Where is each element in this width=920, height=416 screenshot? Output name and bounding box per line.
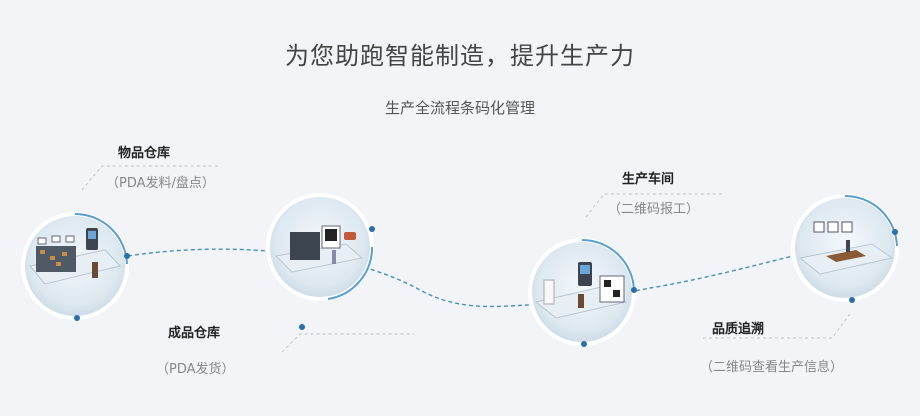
stage-label-quality: 品质追溯: [712, 322, 765, 337]
stage-desc-quality: （二维码查看生产信息）: [700, 360, 844, 375]
leader-line-quality: [702, 313, 851, 339]
stage-desc-workshop: （二维码报工）: [608, 202, 700, 217]
page-title: 为您助跑智能制造，提升生产力: [285, 42, 635, 70]
page-subtitle: 生产全流程条码化管理: [384, 99, 535, 117]
stage-label-finished-warehouse: 成品仓库: [168, 326, 221, 341]
leader-line-warehouse: [81, 165, 220, 191]
node-warehouse: [21, 212, 130, 321]
stage-label-warehouse: 物品仓库: [118, 146, 171, 161]
stage-desc-finished-warehouse: （PDA发货）: [156, 362, 235, 377]
leader-line-finished: [281, 333, 414, 353]
stage-desc-warehouse: （PDA发料/盘点）: [106, 176, 215, 191]
node-workshop: [528, 238, 637, 347]
stage-label-workshop: 生产车间: [622, 172, 675, 187]
flow-path: [127, 248, 794, 308]
node-quality: [791, 194, 899, 303]
node-finished-warehouse: [266, 193, 375, 330]
